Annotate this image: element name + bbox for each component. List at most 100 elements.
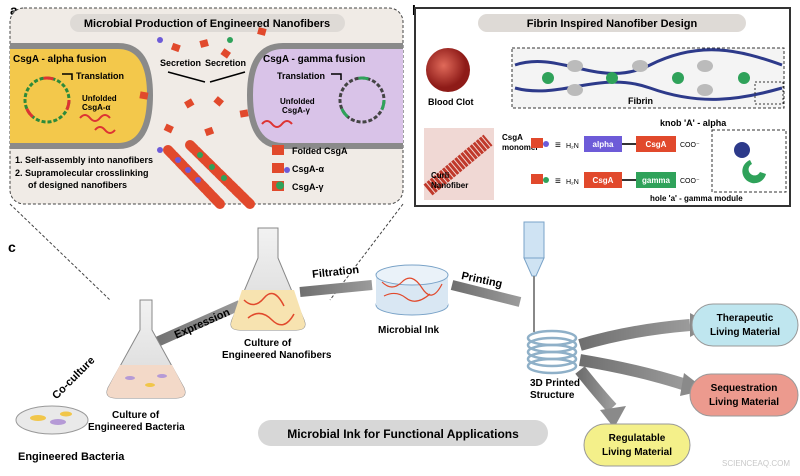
- secretion-arrow-left: [167, 71, 206, 83]
- construct1-alpha: [584, 136, 622, 152]
- panel-b-title: Fibrin Inspired Nanofiber Design: [527, 18, 698, 30]
- construct1-n: H₂N: [566, 143, 579, 150]
- printing-arrow: [450, 280, 522, 307]
- secretion-right: Secretion: [205, 58, 246, 68]
- translation-arrow-right: [331, 73, 342, 80]
- svg-text:Therapeutic: Therapeutic: [717, 313, 774, 324]
- legend-gamma: CsgA-γ: [292, 182, 324, 192]
- culture-nano-1: Culture of: [244, 338, 292, 349]
- svg-text:Living Material: Living Material: [709, 397, 779, 408]
- csga-monomer-1: CsgA: [502, 133, 523, 142]
- unfolded-alpha-1: Unfolded: [82, 94, 117, 103]
- translation-arrow-left: [62, 73, 73, 80]
- gamma-bead: [227, 37, 233, 43]
- step-1: 1. Self-assembly into nanofibers: [15, 155, 153, 165]
- fibrin-zoom-box: [754, 81, 784, 105]
- banner-pill: [258, 420, 548, 446]
- alpha-bead: [157, 37, 163, 43]
- construct2-gamma: [636, 172, 676, 188]
- unfolded-alpha-2: CsgA-α: [82, 103, 111, 112]
- construct1-csga: [636, 136, 676, 152]
- filtration-label: Filtration: [312, 264, 360, 281]
- co-culture-label: Co-culture: [50, 354, 97, 401]
- secretion-left: Secretion: [160, 58, 201, 68]
- unfolded-gamma-2: CsgA-γ: [282, 106, 311, 115]
- construct2-icon: [531, 174, 543, 184]
- curli-label-2: Nanofiber: [431, 181, 468, 190]
- unfolded-alpha-chain: [79, 114, 111, 122]
- filtration-arrow: [299, 280, 373, 297]
- bacteria-culture: [107, 365, 185, 398]
- printed-2: Structure: [530, 390, 575, 401]
- panel-a-letter: a: [10, 2, 18, 18]
- legend-folded: Folded CsgA: [292, 146, 348, 156]
- construct2-csga-label: CsgA: [593, 176, 614, 185]
- svg-text:Regulatable: Regulatable: [609, 433, 666, 444]
- construct1-csga-label: CsgA: [646, 140, 667, 149]
- printed-coil: [526, 329, 578, 375]
- output-therapeutic: Therapeutic Living Material: [691, 303, 799, 347]
- knob-label: knob 'A' - alpha: [660, 118, 727, 128]
- alpha-bead-2: [157, 147, 163, 153]
- alpha-fusion-label: CsgA - alpha fusion: [13, 54, 107, 65]
- panel-c-letter: c: [8, 239, 16, 255]
- output-arrow-1: [578, 319, 691, 351]
- legend-folded-icon: [272, 145, 284, 155]
- culture-bacteria-1: Culture of: [112, 410, 160, 421]
- construct1-c: COO⁻: [680, 142, 700, 149]
- ink-disc-top: [375, 264, 449, 286]
- unfolded-gamma-1: Unfolded: [280, 97, 315, 106]
- unfolded-alpha-chain-2: [94, 126, 116, 134]
- construct1-icon: [531, 138, 543, 148]
- panel-a-title-pill: [70, 14, 345, 32]
- construct2-n: H₂N: [566, 179, 579, 186]
- secretion-arrow-right: [209, 71, 246, 83]
- watermark: SCIENCEAQ.COM: [722, 459, 790, 468]
- fibrin-strands: [514, 48, 783, 101]
- translation-left: Translation: [76, 71, 124, 81]
- curli-label-1: Curli: [431, 171, 449, 180]
- construct1-alpha-label: alpha: [593, 140, 614, 149]
- step-2b: of designed nanofibers: [28, 180, 127, 190]
- legend-alpha: CsgA-α: [292, 164, 324, 174]
- knob-icon: [734, 142, 750, 158]
- legend-alpha-icon: [272, 163, 284, 173]
- floating-monomers: [139, 27, 267, 137]
- expression-arrow: [147, 300, 243, 350]
- construct2-c: COO⁻: [680, 178, 700, 185]
- gamma-fusion-label: CsgA - gamma fusion: [263, 54, 365, 65]
- printed-1: 3D Printed: [530, 378, 580, 389]
- panel-a-legend: Folded CsgA CsgA-α CsgA-γ: [272, 145, 348, 192]
- construct2-gamma-label: gamma: [642, 176, 671, 185]
- gamma-plasmid-gene: [338, 76, 386, 124]
- output-arrow-3: [575, 366, 617, 413]
- svg-text:Sequestration: Sequestration: [711, 383, 778, 394]
- svg-text:Living Material: Living Material: [602, 447, 672, 458]
- nanofiber-culture: [231, 290, 305, 330]
- microbial-ink-label: Microbial Ink: [378, 325, 440, 336]
- output-sequestration: Sequestration Living Material: [689, 373, 799, 417]
- unfolded-gamma-chain: [261, 120, 293, 128]
- syringe-body: [523, 221, 545, 259]
- blood-clot-icon: [426, 48, 470, 92]
- output-regulatable: Regulatable Living Material: [583, 423, 691, 467]
- step-2a: 2. Supramolecular crosslinking: [15, 168, 149, 178]
- panel-a-title: Microbial Production of Engineered Nanof…: [84, 18, 330, 30]
- alpha-plasmid-gene: [23, 76, 71, 124]
- translation-right: Translation: [277, 71, 325, 81]
- fibrin-label: Fibrin: [628, 96, 653, 106]
- csga-monomer-2: monomer: [502, 143, 538, 152]
- culture-nano-2: Engineered Nanofibers: [222, 350, 332, 361]
- petri-dish: [15, 405, 89, 435]
- hole-icon: [742, 160, 766, 184]
- hole-label: hole 'a' - gamma module: [650, 194, 743, 203]
- construct1-equiv: ≡: [555, 140, 561, 151]
- banner-label: Microbial Ink for Functional Application…: [287, 427, 519, 441]
- output-arrow-2: [579, 354, 688, 391]
- blood-clot-label: Blood Clot: [428, 97, 474, 107]
- construct2-csga: [584, 172, 622, 188]
- curli-fiber-icon: [423, 134, 493, 196]
- panel-b-title-pill: [478, 14, 746, 32]
